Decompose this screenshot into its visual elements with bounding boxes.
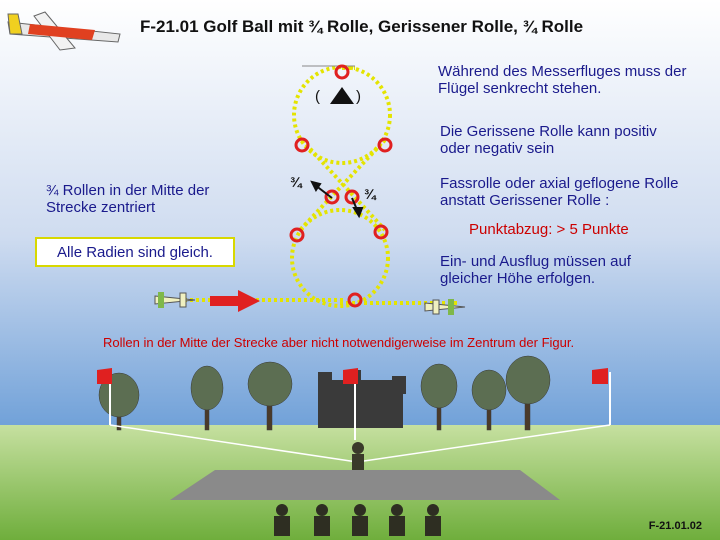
marker (324, 189, 340, 205)
tree-icon (471, 369, 507, 431)
paren-close: ) (356, 88, 361, 105)
marker (347, 292, 363, 308)
note-radien: Alle Radien sind gleich. (57, 243, 213, 261)
roll-arrows (310, 180, 364, 219)
note-messerflug: Während des Messerfluges muss der Flügel… (438, 63, 687, 97)
fraction-left: ¾ (290, 174, 302, 190)
judge-figure (274, 504, 290, 536)
judges (274, 504, 441, 536)
slide-code: F-21.01.02 (648, 520, 702, 532)
flag-center (343, 368, 358, 440)
runway (170, 470, 560, 500)
judge-figure (352, 504, 368, 536)
judge-figure (425, 504, 441, 536)
marker (377, 137, 393, 153)
note-bottom: Rollen in der Mitte der Strecke aber nic… (103, 335, 575, 350)
marker (289, 227, 305, 243)
marker (344, 189, 360, 205)
sight-lines (109, 424, 611, 463)
tree-icon (505, 355, 551, 431)
airplane-exit-icon (424, 299, 466, 315)
flag-right (592, 368, 611, 425)
tree-icon (247, 361, 293, 431)
radien-box: Alle Radien sind gleich. (35, 237, 235, 267)
note-fassrolle: Fassrolle oder axial geflogene Rolle ans… (440, 175, 679, 209)
judge-figure (314, 504, 330, 536)
pilot-figure (352, 442, 364, 470)
note-gerissene: Die Gerissene Rolle kann positiv oder ne… (440, 123, 657, 157)
tree-icon (190, 365, 224, 431)
airplane-entry-icon (154, 292, 196, 308)
marker (373, 224, 389, 240)
page-title: F-21.01 Golf Ball mit ¾ Rolle, Gerissene… (140, 17, 584, 36)
marker (294, 137, 310, 153)
fraction-right: ¾ (364, 186, 376, 202)
markers (289, 64, 393, 308)
note-ein-ausflug: Ein- und Ausflug müssen auf gleicher Höh… (440, 253, 631, 287)
knife-edge-icon (330, 87, 354, 104)
airplane-logo-icon (7, 11, 121, 51)
note-punktabzug: Punktabzug: > 5 Punkte (469, 221, 629, 238)
flag-left (97, 368, 112, 425)
note-rollen-mitte: ¾ Rollen in der Mitte der Strecke zentri… (46, 182, 210, 216)
entry-arrow-icon (210, 290, 260, 312)
paren-open: ( (315, 88, 320, 105)
judge-figure (389, 504, 405, 536)
marker (334, 64, 350, 80)
tree-icon (420, 363, 458, 431)
